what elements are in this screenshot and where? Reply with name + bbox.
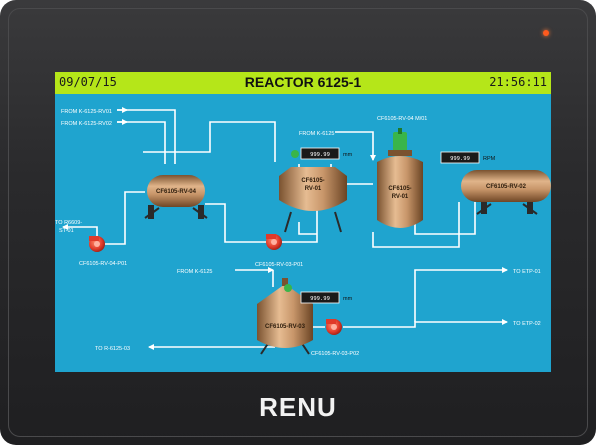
pipe-to-etp1	[414, 267, 508, 322]
display-rpm[interactable]: 999.99 RPM	[440, 151, 496, 164]
reactor-rv01a-label-line1: CF6105-	[301, 178, 324, 184]
pipe-to-etp2	[343, 319, 508, 328]
pipe-to-p03a	[205, 203, 267, 243]
pump-rv04-p01[interactable]	[89, 236, 105, 252]
display-level-1[interactable]: 999.99 mm	[300, 147, 353, 160]
agitator-motor-icon	[393, 132, 407, 152]
reactor-rv01a[interactable]: CF6105- RV-01	[279, 167, 347, 233]
display-level-2-value: 999.99	[310, 296, 330, 302]
display-level-2[interactable]: 999.99 mm	[300, 291, 353, 304]
reactor-rv01a-label-line2: RV-01	[305, 186, 322, 192]
label-from-rv01: FROM K-6125-RV01	[61, 109, 112, 115]
display-rpm-value: 999.99	[450, 156, 470, 162]
vessel-rv04-label: CF6105-RV-04	[156, 189, 197, 195]
pipe-p03a-out	[280, 207, 318, 243]
level-sensor-icon	[284, 284, 292, 292]
reactor-rv01b[interactable]: CF6105- RV-01	[377, 128, 423, 228]
label-from-rv02: FROM K-6125-RV02	[61, 121, 112, 127]
pump-rv03-p02[interactable]	[326, 319, 342, 335]
vessel-rv04[interactable]: CF6105-RV-04	[144, 175, 208, 219]
pipe-from-rv02	[117, 121, 166, 164]
label-to-etp2: TO ETP-02	[513, 321, 541, 327]
label-from-k6125-top: FROM K-6125	[299, 131, 334, 137]
header-time: 21:56:11	[489, 75, 547, 89]
level-sensor-icon	[291, 150, 299, 158]
pipe-from-rv01	[117, 109, 176, 164]
vessel-rv03-label: CF6105-RV-03	[265, 324, 306, 330]
pipe-header	[143, 121, 276, 162]
header-bar: 09/07/15 REACTOR 6125-1 21:56:11	[55, 72, 551, 94]
pipe-rv04-out	[62, 191, 145, 245]
display-rpm-unit: RPM	[483, 156, 496, 162]
reactor-rv01b-label-line2: RV-01	[392, 194, 409, 200]
pipe-r2-rv02	[372, 202, 460, 248]
brand-logo: RENU	[259, 392, 337, 422]
display-level-1-value: 999.99	[310, 152, 330, 158]
label-to-r6609-line2: ST-01	[59, 228, 74, 234]
power-led-icon	[543, 30, 549, 36]
process-diagram: CF6105-RV-04 CF6105-RV-02 CF6105- RV-01	[55, 107, 551, 357]
label-from-k6125-bottom: FROM K-6125	[177, 269, 212, 275]
vessel-rv02-label: CF6105-RV-02	[486, 184, 527, 190]
pipe-r2-out	[414, 202, 476, 235]
label-to-r6125: TO R-6125-03	[95, 346, 130, 352]
label-to-etp1: TO ETP-01	[513, 269, 541, 275]
page-title: REACTOR 6125-1	[244, 74, 362, 90]
display-level-1-unit: mm	[343, 152, 353, 158]
vessel-rv02[interactable]: CF6105-RV-02	[461, 170, 551, 215]
pipe-r1-bottom	[298, 222, 317, 235]
hmi-screen: 09/07/15 REACTOR 6125-1 21:56:11	[55, 72, 551, 372]
label-to-r6609-line1: TO R6609-	[55, 220, 82, 226]
header-date: 09/07/15	[59, 75, 117, 89]
display-level-2-unit: mm	[343, 296, 353, 302]
label-agitator: CF6105-RV-04 M/01	[377, 116, 427, 122]
pump-rv03-p01[interactable]	[266, 234, 282, 250]
reactor-rv01b-label-line1: CF6105-	[388, 186, 411, 192]
pipe-from-k6125-top	[335, 131, 376, 161]
label-pump-rv03a: CF6105-RV-03-P01	[255, 262, 303, 268]
label-pump-rv04: CF6105-RV-04-P01	[79, 261, 127, 267]
label-pump-rv03b: CF6105-RV-03-P02	[311, 351, 359, 357]
vessel-rv03[interactable]: CF6105-RV-03	[257, 278, 313, 355]
